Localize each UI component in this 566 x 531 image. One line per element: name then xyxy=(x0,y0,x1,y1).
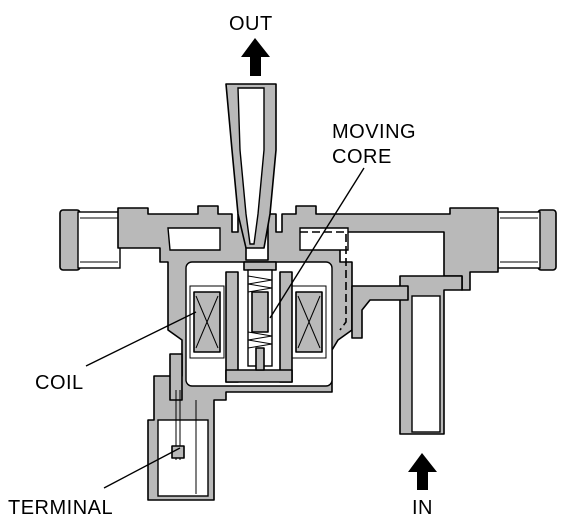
coil-label: COIL xyxy=(35,372,84,394)
bypass-tube xyxy=(351,285,409,339)
right-pipe xyxy=(497,209,557,271)
terminal-label: TERMINAL xyxy=(8,497,114,519)
in-arrow-icon xyxy=(408,453,437,490)
terminal-connector xyxy=(157,353,209,497)
out-arrow-icon xyxy=(241,38,270,76)
in-label: IN xyxy=(412,497,433,519)
left-pipe xyxy=(59,209,121,271)
moving-core xyxy=(243,261,277,371)
left-chamber xyxy=(167,227,221,251)
moving-core-label-line2: CORE xyxy=(332,146,392,168)
pilot-passage xyxy=(300,231,347,331)
coil-leader xyxy=(85,311,197,367)
out-label: OUT xyxy=(229,13,273,35)
moving-core-leader xyxy=(269,167,365,319)
terminal-leader xyxy=(103,447,181,489)
moving-core-label-line1: MOVING xyxy=(332,121,417,143)
right-chamber xyxy=(299,227,349,251)
